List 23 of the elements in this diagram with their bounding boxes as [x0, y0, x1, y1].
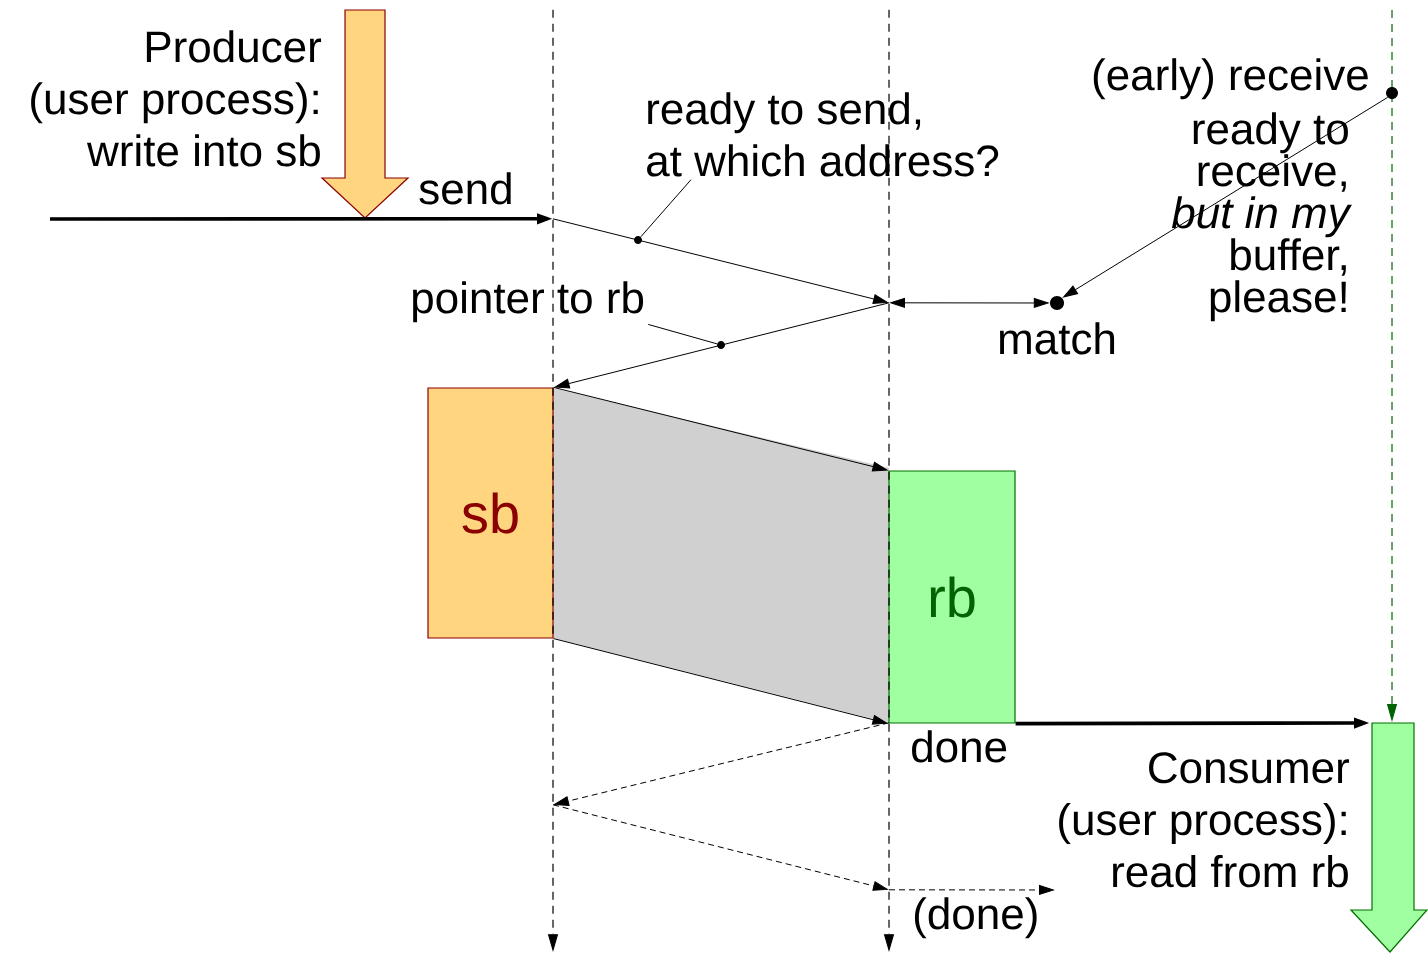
annotation: ready to send, at which address? — [647, 92, 999, 177]
event-label: done — [912, 730, 1007, 763]
message-arrow — [1063, 96, 1389, 298]
event-label: match — [1000, 322, 1115, 355]
transfer-arrow — [553, 638, 888, 725]
message-arrow — [554, 722, 890, 806]
event-dot — [1050, 296, 1064, 310]
transfer-arrow — [553, 386, 888, 472]
event-label: (early) receive — [1093, 58, 1368, 100]
message-arrow — [554, 302, 890, 389]
message-arrow — [552, 804, 888, 891]
message-arrow — [888, 885, 1054, 895]
buffer-box: rb — [888, 470, 1016, 724]
event-label: send — [419, 172, 511, 205]
process-label: Consumer (user process): read from rb — [1059, 752, 1350, 888]
leader-line — [647, 323, 718, 345]
event-label: (done) — [914, 897, 1037, 939]
annotation: pointer to rb — [413, 281, 644, 323]
leader-line — [640, 179, 692, 238]
double-arrow — [890, 297, 1049, 308]
buffer-box: sb — [427, 387, 554, 639]
process-label: Producer (user process): write into sb — [31, 30, 322, 167]
message-arrow — [552, 218, 888, 304]
